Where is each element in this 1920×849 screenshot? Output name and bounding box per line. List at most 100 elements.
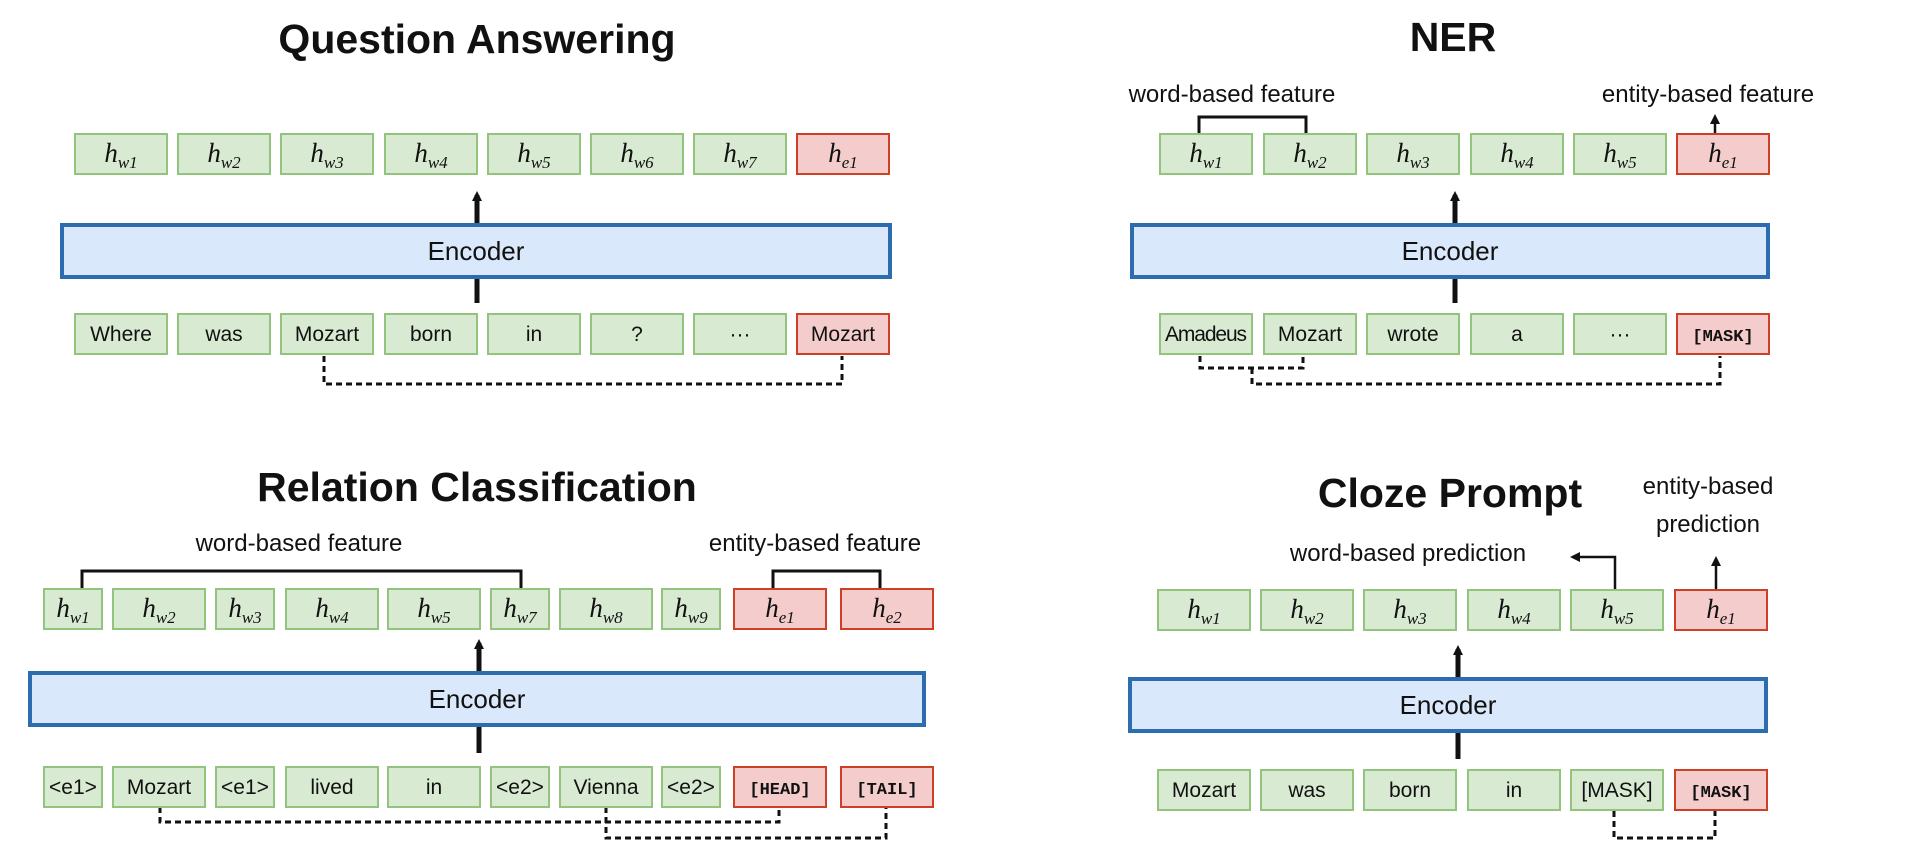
hidden-state-label: hw4 (414, 138, 448, 172)
rc-word-feature-label: word-based feature (195, 530, 403, 557)
hidden-state-box: hw3 (1366, 133, 1460, 175)
cloze-title: Cloze Prompt (1318, 470, 1583, 516)
input-token-label: [MASK] (1581, 779, 1652, 802)
hidden-state-label: hw1 (1187, 594, 1220, 628)
input-token-label: Mozart (1172, 779, 1236, 802)
hidden-state-box: he1 (796, 133, 890, 175)
input-token-label: ··· (730, 323, 751, 346)
hidden-state-label: hw2 (142, 593, 176, 627)
input-token-label: in (1506, 779, 1522, 802)
ner-word-feature-label: word-based feature (1128, 81, 1336, 108)
hidden-state-label: hw6 (620, 138, 654, 172)
hidden-state-box: hw3 (1363, 589, 1457, 631)
hidden-state-label: hw1 (104, 138, 137, 172)
hidden-state-label: hw5 (517, 138, 550, 172)
ner-encoder: Encoder (1130, 223, 1770, 279)
input-token-box: a (1470, 313, 1564, 355)
hidden-state-box: hw4 (384, 133, 478, 175)
hidden-state-box: hw5 (1573, 133, 1667, 175)
ner-dashed-link-words (1198, 356, 1305, 370)
input-token-box: Where (74, 313, 168, 355)
input-token-box: [TAIL] (840, 766, 934, 808)
hidden-state-box: hw6 (590, 133, 684, 175)
input-token-box: [MASK] (1676, 313, 1770, 355)
ner-encoder-label: Encoder (1402, 236, 1499, 266)
hidden-state-label: hw5 (1600, 594, 1633, 628)
input-token-label: ? (631, 323, 643, 346)
rc-encoder-label: Encoder (429, 684, 526, 714)
input-token-box: wrote (1366, 313, 1460, 355)
input-token-box: was (177, 313, 271, 355)
input-token-label: in (526, 323, 542, 346)
ner-title: NER (1410, 14, 1497, 60)
hidden-state-label: hw2 (1293, 138, 1327, 172)
hidden-state-label: hw3 (228, 593, 261, 627)
input-token-box: Amadeus (1159, 313, 1253, 355)
input-token-box: was (1260, 769, 1354, 811)
input-token-label: ··· (1610, 323, 1631, 346)
input-token-box: Mozart (1263, 313, 1357, 355)
hidden-state-box: hw1 (74, 133, 168, 175)
hidden-state-label: he1 (765, 593, 795, 627)
input-token-label: a (1511, 323, 1523, 346)
hidden-state-box: hw7 (693, 133, 787, 175)
input-token-box: in (387, 766, 481, 808)
input-token-box: Mozart (796, 313, 890, 355)
input-token-box: in (487, 313, 581, 355)
rc-entity-feature-label: entity-based feature (709, 530, 921, 557)
input-token-label: born (1389, 779, 1431, 802)
hidden-state-box: hw4 (1467, 589, 1561, 631)
input-token-label: Mozart (127, 776, 191, 799)
hidden-state-box: he1 (1676, 133, 1770, 175)
rc-title: Relation Classification (257, 464, 697, 510)
hidden-state-box: hw4 (1470, 133, 1564, 175)
input-token-label: Mozart (1278, 323, 1342, 346)
cloze-entity-prediction-label-1: entity-based (1643, 473, 1774, 500)
hidden-state-box: he1 (1674, 589, 1768, 631)
rc-entity-bracket (771, 569, 882, 588)
qa-title: Question Answering (278, 16, 675, 62)
hidden-state-box: hw5 (487, 133, 581, 175)
input-token-box: ··· (1573, 313, 1667, 355)
hidden-state-label: he1 (1706, 594, 1736, 628)
hidden-state-label: hw7 (723, 138, 758, 172)
hidden-state-label: hw5 (417, 593, 450, 627)
input-token-label: <e2> (667, 776, 715, 799)
input-token-box: <e2> (661, 766, 721, 808)
hidden-state-label: hw7 (503, 593, 538, 627)
hidden-state-box: hw5 (1570, 589, 1664, 631)
input-token-label: [HEAD] (749, 781, 810, 800)
input-token-label: <e1> (221, 776, 269, 799)
hidden-state-box: hw2 (1263, 133, 1357, 175)
cloze-dashed-link (1612, 811, 1717, 840)
hidden-state-box: hw1 (1159, 133, 1253, 175)
input-token-box: born (1363, 769, 1457, 811)
input-token-label: Mozart (811, 323, 875, 346)
ner-word-bracket (1197, 115, 1308, 133)
cloze-encoder: Encoder (1128, 677, 1768, 733)
input-token-box: [HEAD] (733, 766, 827, 808)
hidden-state-box: hw9 (661, 588, 721, 630)
input-token-box: Mozart (112, 766, 206, 808)
ner-dashed-link-mask (1250, 356, 1722, 386)
hidden-state-box: hw1 (1157, 589, 1251, 631)
input-token-label: Vienna (573, 776, 638, 799)
qa-encoder: Encoder (60, 223, 892, 279)
input-token-label: [TAIL] (856, 781, 917, 800)
cloze-word-prediction-label: word-based prediction (1289, 540, 1526, 567)
input-token-label: Where (90, 323, 152, 346)
input-token-box: <e1> (43, 766, 103, 808)
hidden-state-box: hw8 (559, 588, 653, 630)
hidden-state-label: hw5 (1603, 138, 1636, 172)
hidden-state-box: he2 (840, 588, 934, 630)
input-token-label: lived (310, 776, 353, 799)
input-token-box: ? (590, 313, 684, 355)
ner-entity-feature-label: entity-based feature (1602, 81, 1814, 108)
